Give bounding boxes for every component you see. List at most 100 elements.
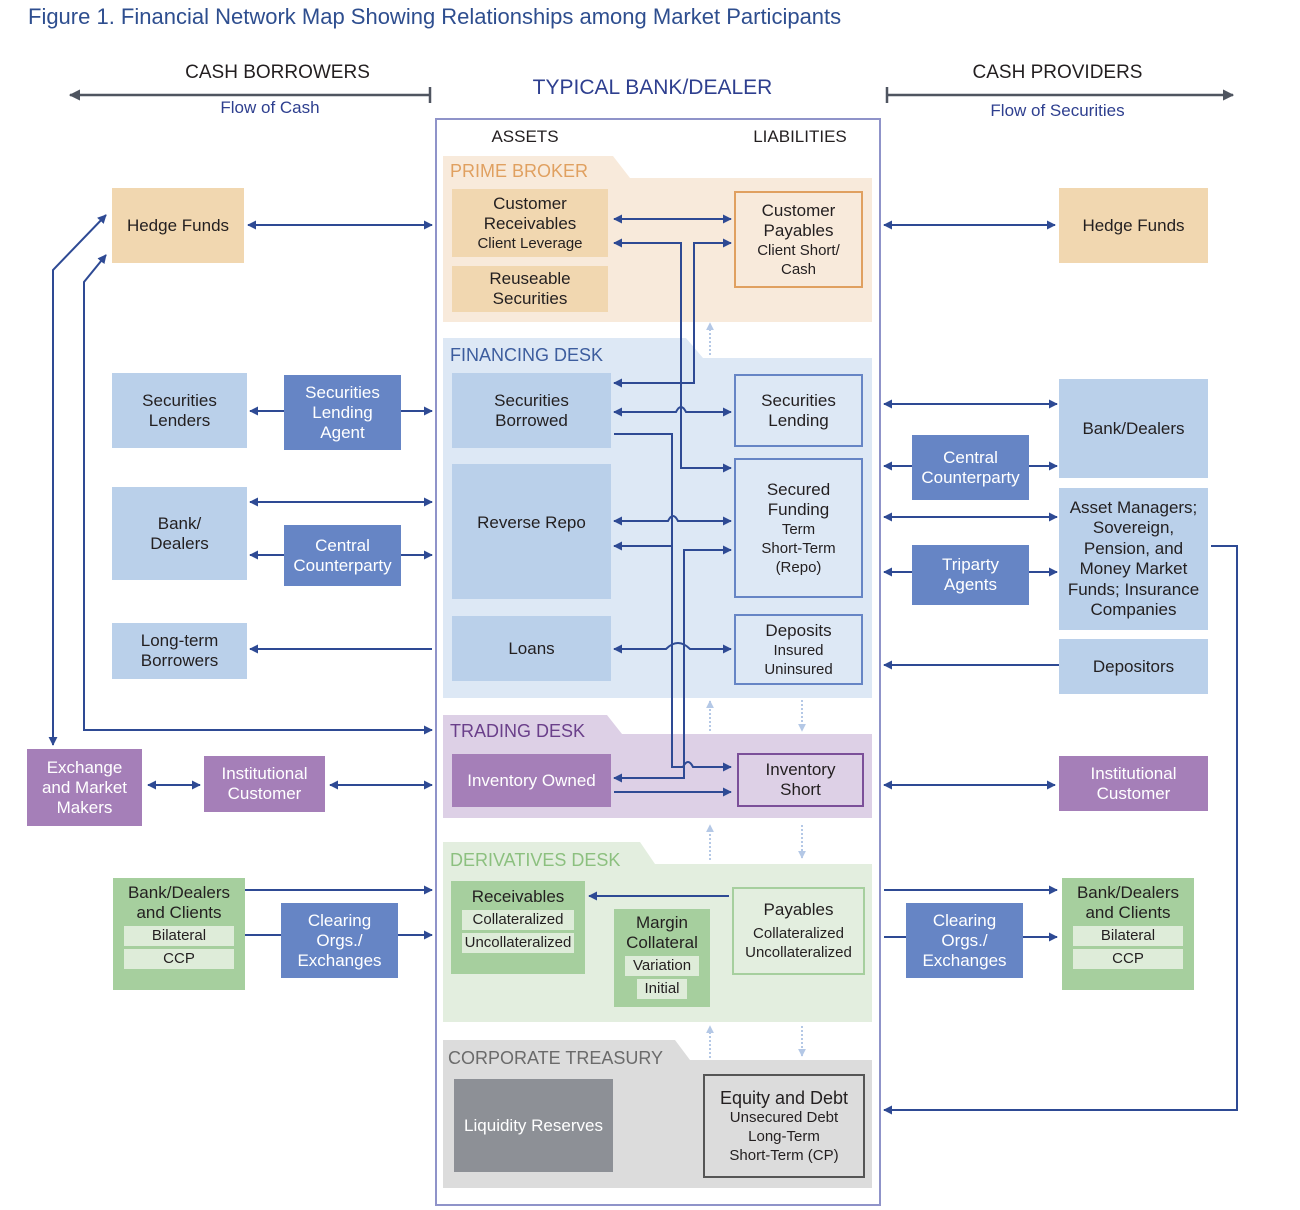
flow-of-cash-label: Flow of Cash [220, 98, 320, 117]
short-term-detail: Short-Term [761, 539, 836, 557]
variation-chip: Variation [625, 956, 699, 976]
figure-title: Figure 1. Financial Network Map Showing … [28, 4, 842, 29]
typical-bank-dealer-header: TYPICAL BANK/DEALER [532, 76, 773, 99]
prime-broker-label: PRIME BROKER [450, 161, 589, 181]
deposits-box[interactable]: Deposits Insured Uninsured [734, 614, 863, 685]
short-term-cp-detail: Short-Term (CP) [729, 1146, 839, 1164]
right-institutional-customer-label: Institutional Customer [1090, 763, 1177, 803]
long-term-borrowers-box[interactable]: Long-term Borrowers [112, 623, 247, 679]
left-hedge-funds-box[interactable]: Hedge Funds [112, 188, 244, 263]
reverse-repo-box[interactable]: Reverse Repo [452, 464, 611, 599]
cash-providers-header: CASH PROVIDERS [972, 62, 1143, 83]
left-clearing-orgs-box[interactable]: Clearing Orgs./ Exchanges [281, 903, 398, 978]
securities-lending-box[interactable]: Securities Lending [734, 374, 863, 447]
exchange-market-makers-label: Exchange and Market Makers [41, 757, 128, 817]
customer-payables-box[interactable]: Customer Payables Client Short/ Cash [734, 191, 863, 288]
right-hedge-funds-box[interactable]: Hedge Funds [1059, 188, 1208, 263]
securities-lending-agent-label: Securities Lending Agent [305, 382, 380, 442]
flow-of-securities-label: Flow of Securities [990, 101, 1125, 120]
left-institutional-customer-label: Institutional Customer [221, 764, 308, 803]
left-bank-dealers-clients-title: Bank/Dealers and Clients [127, 883, 231, 922]
collateralized-detail: Collateralized [753, 925, 844, 942]
securities-borrowed-box[interactable]: Securities Borrowed [452, 373, 611, 448]
uninsured-detail: Uninsured [764, 660, 833, 678]
reverse-repo-title: Reverse Repo [477, 512, 586, 532]
left-bank-dealers-box[interactable]: Bank/ Dealers [112, 487, 247, 580]
right-bank-dealers-box[interactable]: Bank/Dealers [1059, 379, 1208, 478]
left-bank-dealers-label: Bank/ Dealers [150, 513, 209, 553]
receivables-box[interactable]: Receivables Collateralized Uncollaterali… [451, 881, 585, 974]
assets-label: ASSETS [491, 127, 559, 146]
right-hedge-funds-label: Hedge Funds [1082, 215, 1185, 235]
reuseable-securities-title: Reuseable Securities [489, 269, 571, 308]
triparty-agents-label: Triparty Agents [942, 555, 999, 594]
customer-receivables-title: Customer Receivables [483, 193, 577, 233]
left-hedge-funds-label: Hedge Funds [126, 215, 230, 235]
receivables-title: Receivables [471, 887, 565, 906]
right-institutional-customer-box[interactable]: Institutional Customer [1059, 756, 1208, 811]
customer-receivables-box[interactable]: Customer Receivables Client Leverage [452, 189, 608, 257]
liquidity-reserves-title: Liquidity Reserves [464, 1115, 603, 1135]
long-term-borrowers-label: Long-term Borrowers [140, 631, 219, 670]
depositors-label: Depositors [1092, 656, 1175, 676]
right-central-counterparty-label: Central Counterparty [921, 447, 1020, 487]
reuseable-securities-box[interactable]: Reuseable Securities [452, 266, 608, 312]
securities-lending-title: Securities Lending [761, 390, 836, 430]
right-bank-dealers-label: Bank/Dealers [1082, 418, 1185, 438]
inventory-owned-box[interactable]: Inventory Owned [452, 754, 611, 807]
derivatives-desk-label: DERIVATIVES DESK [450, 850, 621, 870]
loans-box[interactable]: Loans [452, 616, 611, 681]
trading-desk-label: TRADING DESK [450, 721, 586, 741]
insured-detail: Insured [773, 641, 824, 659]
uncollateralized-detail: Uncollateralized [745, 944, 852, 961]
long-term-detail: Long-Term [748, 1127, 820, 1145]
margin-collateral-title: Margin Collateral [626, 913, 698, 952]
right-ccp-chip: CCP [1073, 949, 1183, 969]
depositors-box[interactable]: Depositors [1059, 639, 1208, 694]
margin-collateral-box[interactable]: Margin Collateral Variation Initial [614, 909, 710, 1007]
securities-lenders-label: Securities Lenders [142, 390, 217, 430]
financing-desk-label: FINANCING DESK [450, 345, 604, 365]
client-short-cash-detail: Client Short/ Cash [757, 241, 840, 278]
left-bilateral-chip: Bilateral [124, 926, 234, 946]
left-clearing-orgs-label: Clearing Orgs./ Exchanges [297, 910, 382, 970]
loans-title: Loans [508, 638, 555, 658]
unsecured-debt-detail: Unsecured Debt [729, 1108, 839, 1126]
left-bank-dealers-clients-box[interactable]: Bank/Dealers and Clients Bilateral CCP [113, 878, 245, 990]
left-institutional-customer-box[interactable]: Institutional Customer [204, 756, 325, 812]
equity-and-debt-box[interactable]: Equity and Debt Unsecured Debt Long-Term… [703, 1074, 865, 1178]
corporate-treasury-label: CORPORATE TREASURY [448, 1048, 664, 1068]
right-central-counterparty-box[interactable]: Central Counterparty [912, 435, 1029, 500]
triparty-agents-box[interactable]: Triparty Agents [912, 545, 1029, 605]
left-ccp-chip: CCP [124, 949, 234, 969]
securities-borrowed-title: Securities Borrowed [494, 390, 569, 430]
right-bilateral-chip: Bilateral [1073, 926, 1183, 946]
secured-funding-title: Secured Funding [766, 479, 831, 519]
client-leverage-detail: Client Leverage [477, 234, 583, 252]
customer-payables-title: Customer Payables [761, 200, 836, 240]
right-bank-dealers-clients-title: Bank/Dealers and Clients [1076, 883, 1180, 922]
left-central-counterparty-label: Central Counterparty [293, 535, 392, 575]
equity-and-debt-title: Equity and Debt [719, 1087, 849, 1108]
deposits-title: Deposits [765, 620, 832, 640]
inventory-short-title: Inventory Short [765, 760, 836, 799]
right-bank-dealers-clients-box[interactable]: Bank/Dealers and Clients Bilateral CCP [1062, 878, 1194, 990]
term-detail: Term [781, 520, 816, 538]
repo-detail: (Repo) [775, 558, 822, 576]
right-clearing-orgs-box[interactable]: Clearing Orgs./ Exchanges [906, 903, 1023, 978]
secured-funding-box[interactable]: Secured Funding Term Short-Term (Repo) [734, 458, 863, 598]
collateralized-chip: Collateralized [462, 910, 574, 930]
exchange-market-makers-box[interactable]: Exchange and Market Makers [27, 749, 142, 826]
liabilities-label: LIABILITIES [753, 127, 847, 146]
liquidity-reserves-box[interactable]: Liquidity Reserves [454, 1079, 613, 1172]
left-central-counterparty-box[interactable]: Central Counterparty [284, 525, 401, 586]
securities-lenders-box[interactable]: Securities Lenders [112, 373, 247, 448]
payables-box[interactable]: Payables Collateralized Uncollateralized [732, 887, 865, 975]
bank-dealer-container [435, 118, 881, 1206]
uncollateralized-chip: Uncollateralized [462, 933, 574, 953]
inventory-owned-title: Inventory Owned [467, 770, 596, 790]
securities-lending-agent-box[interactable]: Securities Lending Agent [284, 375, 401, 450]
inventory-short-box[interactable]: Inventory Short [737, 753, 864, 807]
payables-title: Payables [763, 900, 834, 919]
asset-managers-box[interactable]: Asset Managers; Sovereign, Pension, and … [1059, 488, 1208, 630]
